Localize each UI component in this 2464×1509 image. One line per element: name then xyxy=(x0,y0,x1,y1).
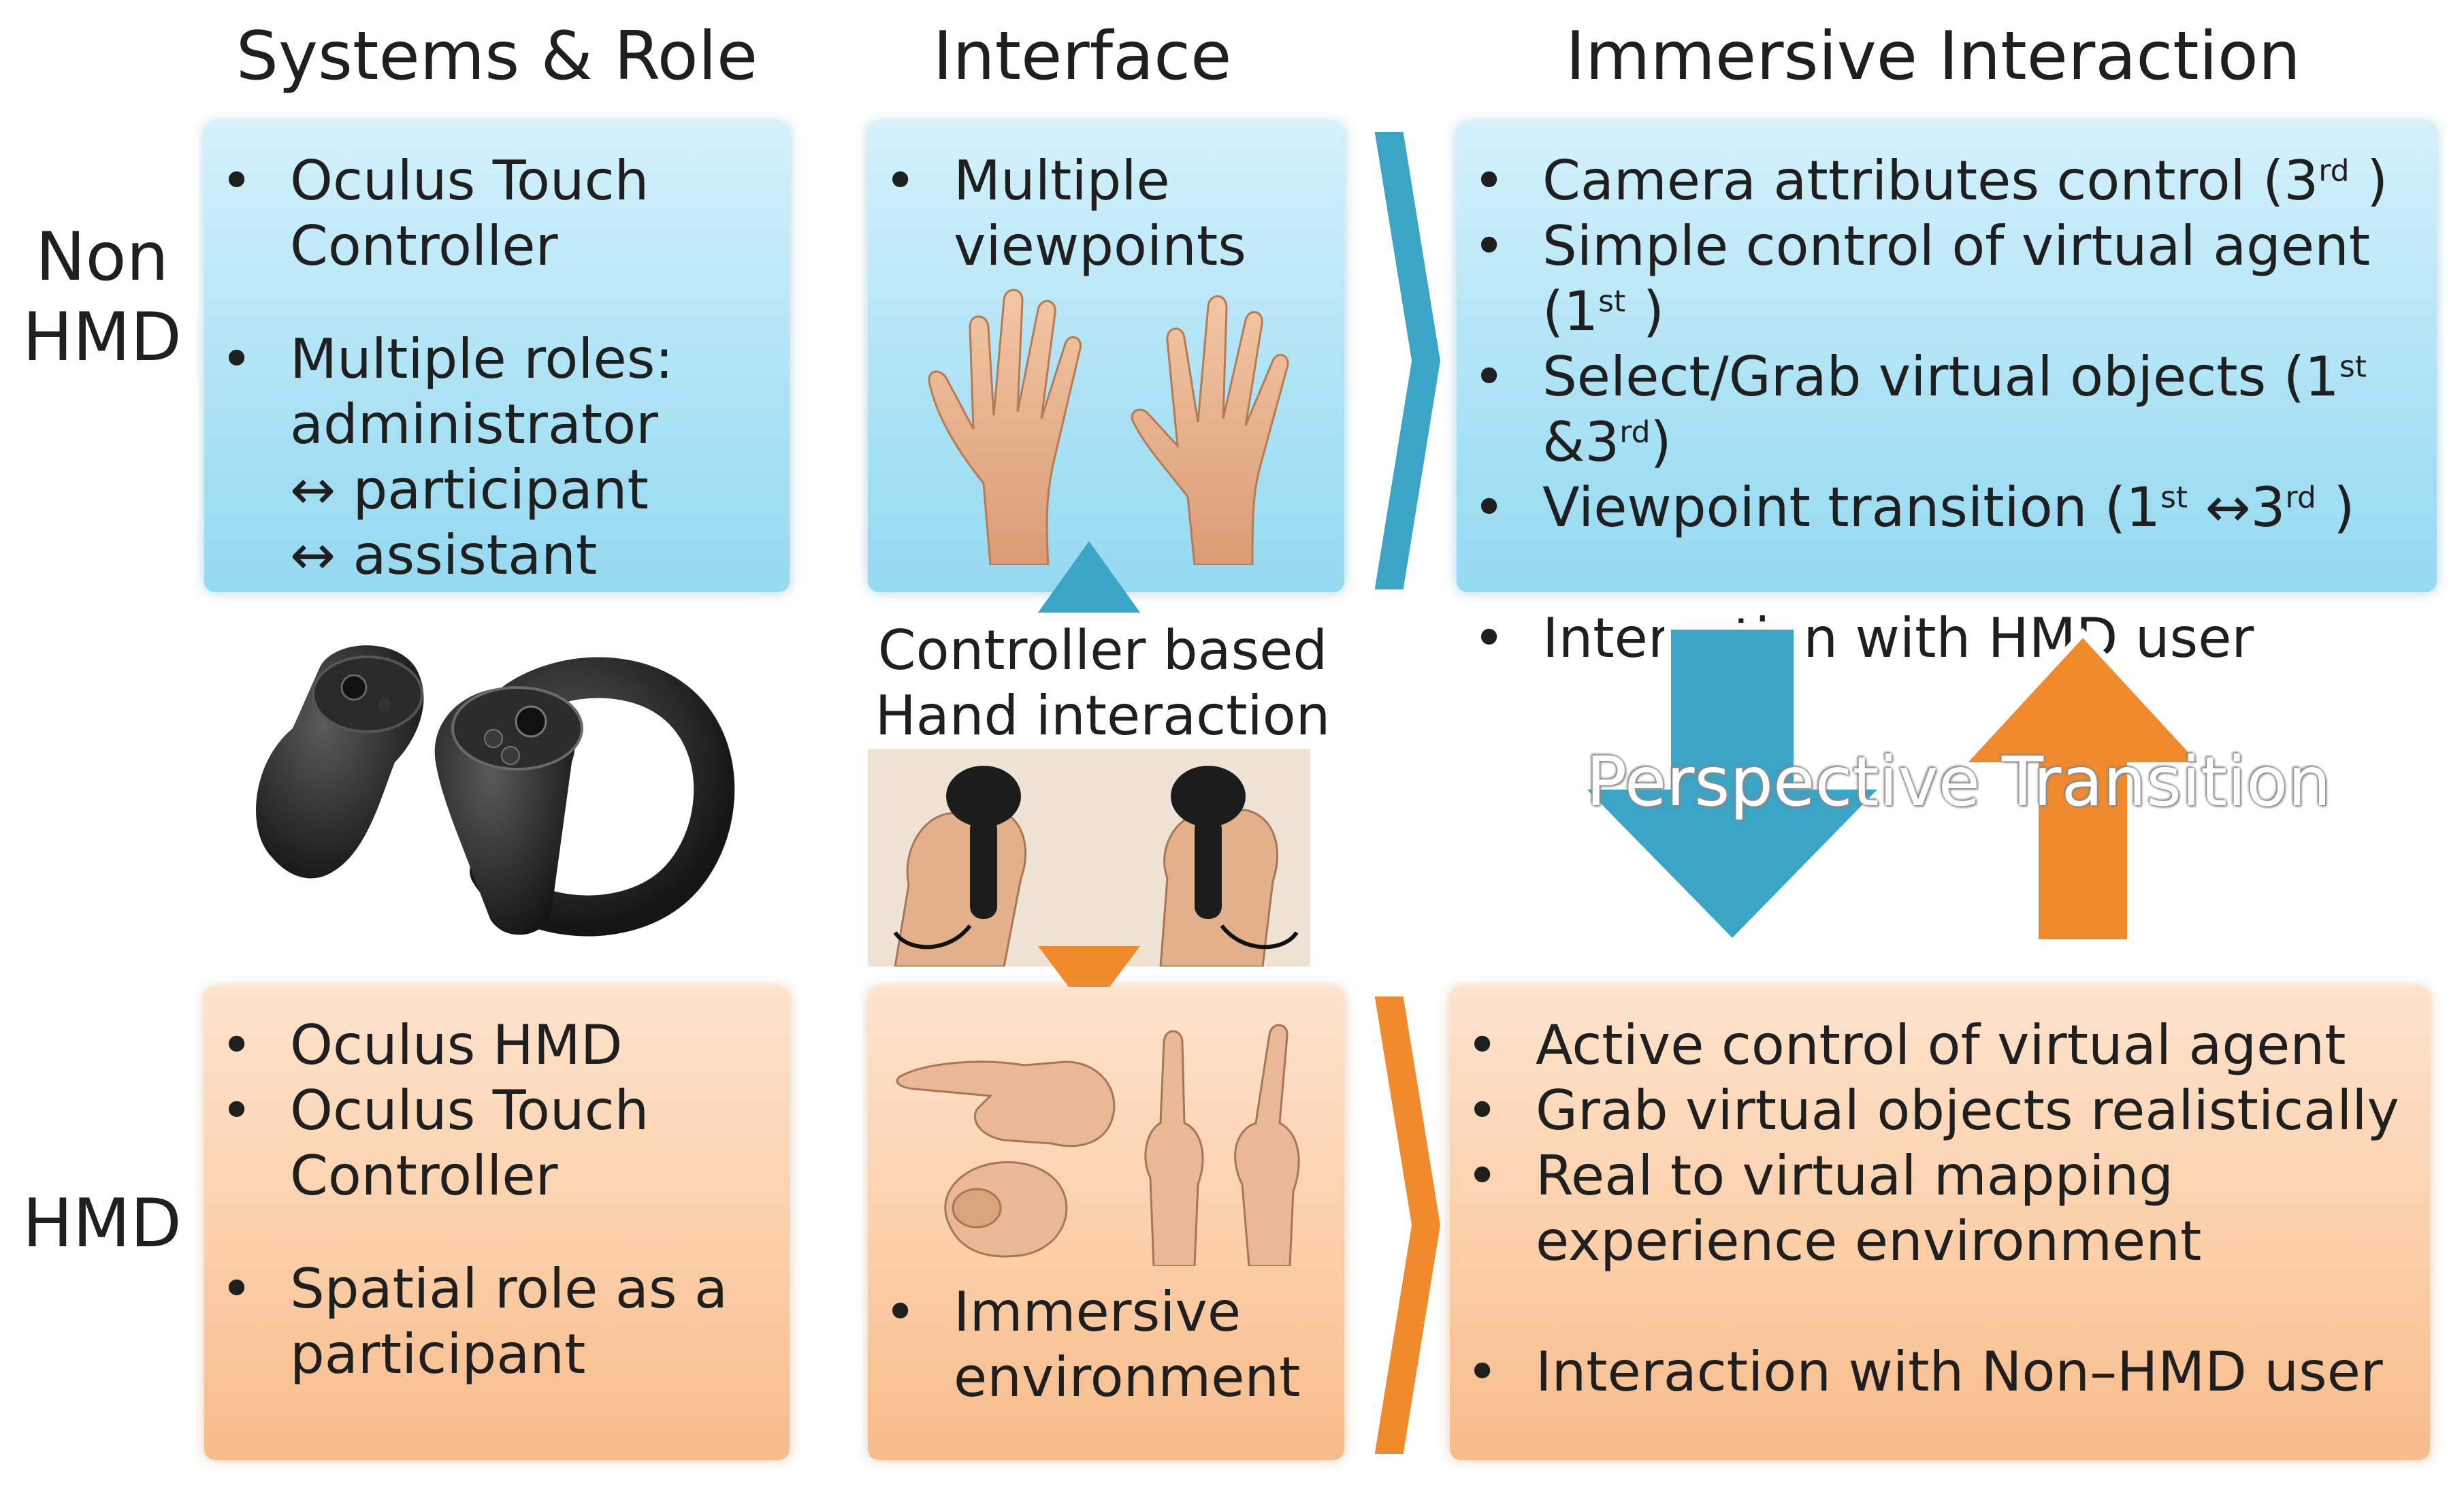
triangle-down-icon xyxy=(1038,946,1140,1014)
row-header-hmd: HMD xyxy=(22,1185,182,1263)
chevron-right-icon xyxy=(1368,127,1446,595)
superscript: rd xyxy=(2285,480,2316,515)
non-hmd-interaction-item: Simple control of virtual agent (1st ) xyxy=(1457,214,2437,344)
non-hmd-systems-item: Multiple roles: administrator ↔ particip… xyxy=(204,327,790,588)
hmd-systems-box: Oculus HMD Oculus Touch Controller Spati… xyxy=(204,987,790,1460)
non-hmd-systems-box: Oculus Touch Controller Multiple roles: … xyxy=(204,123,790,592)
hmd-systems-list: Oculus HMD Oculus Touch Controller Spati… xyxy=(204,1013,790,1387)
item-text: ) xyxy=(2316,476,2355,539)
column-header-interaction: Immersive Interaction xyxy=(1566,18,2301,95)
non-hmd-interface-list: Multiple viewpoints xyxy=(868,148,1344,279)
item-text: Simple control of virtual agent (1 xyxy=(1542,214,2371,343)
pointing-hands-image xyxy=(896,1024,1300,1266)
item-text: ) xyxy=(2349,149,2388,212)
list-line: viewpoints xyxy=(954,214,1246,278)
list-line: Spatial role as a xyxy=(290,1257,728,1320)
non-hmd-systems-list: Oculus Touch Controller Multiple roles: … xyxy=(204,148,790,588)
non-hmd-interaction-item: Viewpoint transition (1st ↔3rd ) xyxy=(1457,475,2437,540)
non-hmd-interaction-item: Select/Grab virtual objects (1st &3rd) xyxy=(1457,344,2437,475)
triangle-up-icon xyxy=(1038,541,1140,613)
hmd-interface-box: Immersive environment xyxy=(868,987,1344,1460)
hmd-interaction-item: Real to virtual mapping experience envir… xyxy=(1450,1143,2430,1274)
list-line: ↔ assistant xyxy=(290,523,598,587)
hmd-systems-item: Oculus HMD xyxy=(204,1013,790,1078)
list-line: ↔ participant xyxy=(290,458,649,521)
superscript: st xyxy=(2160,480,2188,515)
item-text: Camera attributes control (3 xyxy=(1542,149,2319,212)
non-hmd-interaction-list: Camera attributes control (3rd ) Simple … xyxy=(1457,148,2437,671)
superscript: rd xyxy=(2318,153,2350,189)
list-line: experience environment xyxy=(1536,1210,2202,1273)
row-header-non-hmd-line1: Non xyxy=(35,218,169,296)
item-text: Select/Grab virtual objects (1 xyxy=(1542,345,2339,408)
chevron-right-icon xyxy=(1368,991,1446,1459)
superscript: st xyxy=(2339,349,2367,385)
column-header-systems: Systems & Role xyxy=(236,18,758,95)
oculus-touch-controllers-image xyxy=(256,645,735,937)
label-line: Hand interaction xyxy=(875,684,1331,747)
list-line: administrator xyxy=(290,393,659,456)
non-hmd-interface-item: Multiple viewpoints xyxy=(868,148,1344,279)
controller-hand-label: Controller based Hand interaction xyxy=(858,618,1348,749)
list-line: Controller xyxy=(290,1144,558,1207)
list-line: Controller xyxy=(290,214,558,278)
non-hmd-systems-item: Oculus Touch Controller xyxy=(204,148,790,279)
item-text: ) xyxy=(1650,410,1672,474)
non-hmd-interface-box: Multiple viewpoints xyxy=(868,123,1344,592)
item-text: ) xyxy=(1625,280,1664,343)
hmd-systems-item: Spatial role as a participant xyxy=(204,1256,790,1387)
column-header-interface: Interface xyxy=(933,18,1232,95)
list-line: environment xyxy=(954,1346,1301,1409)
row-header-non-hmd: Non HMD xyxy=(14,218,191,378)
list-line: Immersive xyxy=(954,1280,1242,1344)
hmd-systems-item: Oculus Touch Controller xyxy=(204,1078,790,1209)
hands-holding-controllers-image xyxy=(868,749,1310,967)
list-line: Real to virtual mapping xyxy=(1536,1144,2174,1207)
hmd-interface-item: Immersive environment xyxy=(868,1280,1301,1410)
hmd-interface-list: Immersive environment xyxy=(868,1280,1301,1410)
hmd-interaction-box: Active control of virtual agent Grab vir… xyxy=(1450,987,2430,1460)
list-line: Multiple xyxy=(954,149,1170,212)
hmd-interaction-item: Interaction with Non–HMD user xyxy=(1450,1340,2430,1405)
open-hands-image xyxy=(928,289,1289,565)
non-hmd-interaction-box: Camera attributes control (3rd ) Simple … xyxy=(1457,123,2437,671)
superscript: rd xyxy=(1619,415,1651,450)
item-text: ↔3 xyxy=(2188,476,2286,539)
hmd-interaction-list: Active control of virtual agent Grab vir… xyxy=(1450,1013,2430,1405)
row-header-non-hmd-line2: HMD xyxy=(22,298,182,376)
list-line: Multiple roles: xyxy=(290,327,674,391)
hmd-interaction-item: Active control of virtual agent xyxy=(1450,1013,2430,1078)
list-line: participant xyxy=(290,1323,586,1386)
hmd-interaction-item: Grab virtual objects realistically xyxy=(1450,1078,2430,1143)
non-hmd-interaction-item: Camera attributes control (3rd ) xyxy=(1457,148,2437,214)
perspective-transition-label: Perspective Transition xyxy=(1586,742,2331,822)
arrow-down-icon xyxy=(1571,623,1894,948)
item-text: &3 xyxy=(1542,410,1620,474)
label-line: Controller based xyxy=(877,619,1328,682)
superscript: st xyxy=(1598,284,1626,319)
list-line: Oculus Touch xyxy=(290,1079,649,1142)
list-line: Oculus Touch xyxy=(290,149,649,212)
arrow-up-icon xyxy=(1952,628,2214,946)
non-hmd-interaction-item: Interaction with HMD user xyxy=(1457,606,2437,671)
item-text: Viewpoint transition (1 xyxy=(1542,476,2160,539)
